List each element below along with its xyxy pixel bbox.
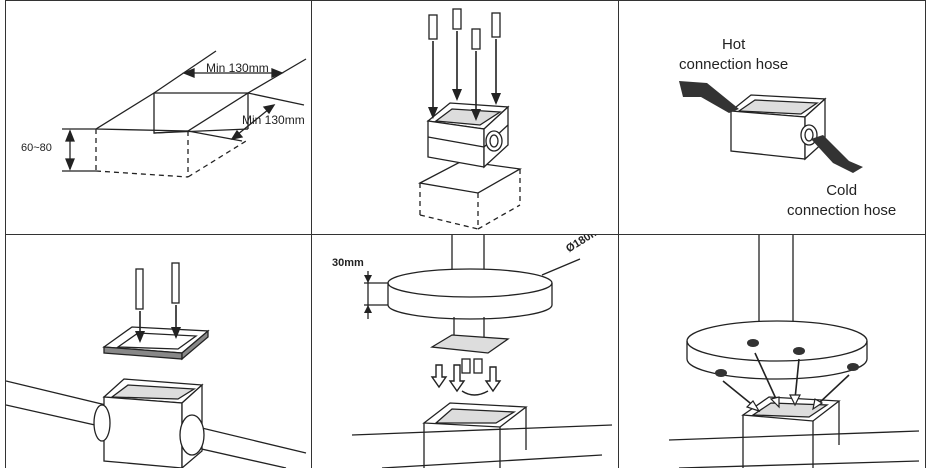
grid-divider-vertical-1 [311, 0, 312, 468]
panel-flange-bolts [6, 235, 311, 468]
panel-final-assembly [619, 235, 925, 468]
grid-divider-vertical-2 [618, 0, 619, 468]
depth-dimension-label: 60~80 [21, 142, 52, 154]
panel-connection-hoses: Hot connection hose Cold connection hose [619, 1, 925, 234]
flange-drawing [6, 262, 307, 468]
post-base-drawing [351, 235, 613, 468]
panel-anchor-bolts [312, 1, 618, 234]
width-dimension-label: Min 130mm [206, 61, 269, 75]
hot-hose-label: Hot connection hose [679, 36, 789, 73]
instruction-grid: Min 130mm Min 130mm 60~80 [5, 0, 926, 468]
panel-pit-dimensions: Min 130mm Min 130mm 60~80 [6, 1, 311, 234]
pit-drawing [62, 50, 307, 178]
grid-divider-horizontal [5, 234, 926, 235]
cold-hose-label: Cold connection hose [787, 182, 897, 219]
thickness-dimension-label: 30mm [332, 257, 364, 269]
grid-border-top [5, 0, 926, 1]
panel-post-base: 30mm Ø180mm [312, 235, 618, 468]
final-assembly-drawing [668, 235, 920, 468]
length-dimension-label: Min 130mm [242, 113, 305, 127]
hose-box-drawing [679, 81, 863, 173]
anchor-box-drawing [417, 8, 522, 230]
